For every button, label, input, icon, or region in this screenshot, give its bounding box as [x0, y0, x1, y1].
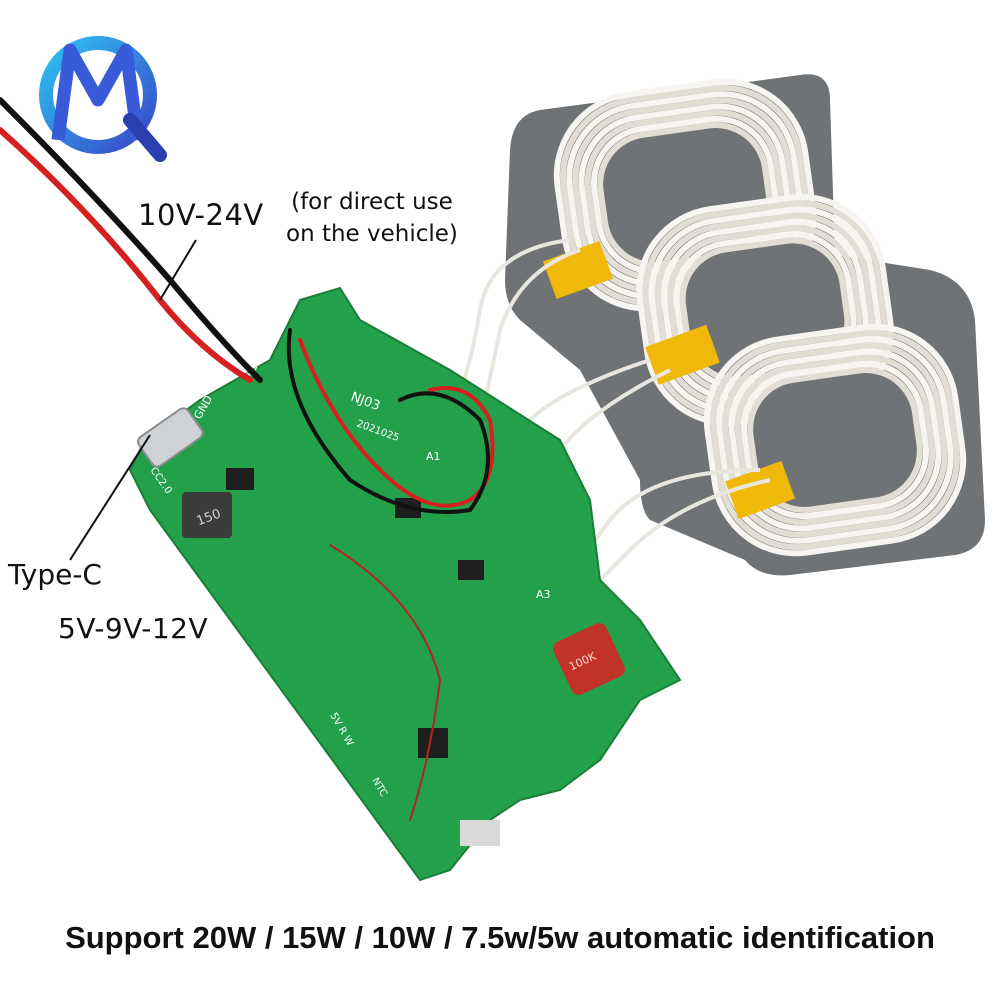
- svg-text:★: ★: [96, 113, 107, 127]
- test-pads: [460, 820, 500, 846]
- coil-winding: [747, 367, 923, 513]
- coil-winding: [703, 323, 967, 557]
- tape-2: [645, 324, 720, 385]
- pcb-board: 150 100K +12-24V GND NJ03 2021025 CC2.0 …: [128, 286, 682, 882]
- usb-c-port: [137, 407, 204, 468]
- pointer-input: [159, 239, 197, 301]
- coil-winding: [716, 336, 954, 544]
- pointer-typec: [69, 434, 151, 561]
- svg-text:★: ★: [80, 120, 93, 136]
- coil-winding: [710, 329, 960, 551]
- vehicle-note-line-1: (for direct use: [291, 189, 453, 215]
- tape-1: [542, 240, 614, 300]
- coil-winding: [740, 360, 930, 520]
- output-voltage-label: 5V-9V-12V: [58, 612, 209, 645]
- capacitor: [553, 623, 625, 695]
- inductor: [182, 492, 232, 538]
- coil-winding: [728, 348, 942, 532]
- coil-winding: [734, 354, 936, 526]
- ic-chip-1: [226, 468, 254, 490]
- silk-a1: A1: [426, 450, 441, 463]
- input-voltage-label: 10V-24V: [138, 198, 264, 232]
- ic-chip-2: [458, 560, 484, 580]
- vehicle-note: (for direct use on the vehicle): [286, 186, 458, 250]
- coil-winding: [722, 342, 948, 538]
- power-cable: [0, 97, 495, 821]
- brand-logo: ★ ★: [39, 36, 167, 162]
- silk-a3: A3: [536, 588, 551, 601]
- pointer-lines: [69, 239, 197, 561]
- tape-3: [724, 460, 796, 520]
- controller-chip: [418, 728, 448, 758]
- vehicle-note-line-2: on the vehicle): [286, 221, 458, 247]
- port-label: Type-C: [8, 558, 102, 591]
- feature-caption: Support 20W / 15W / 10W / 7.5w/5w automa…: [65, 920, 935, 955]
- coil-assembly: [505, 74, 985, 576]
- coil-3: [703, 323, 967, 557]
